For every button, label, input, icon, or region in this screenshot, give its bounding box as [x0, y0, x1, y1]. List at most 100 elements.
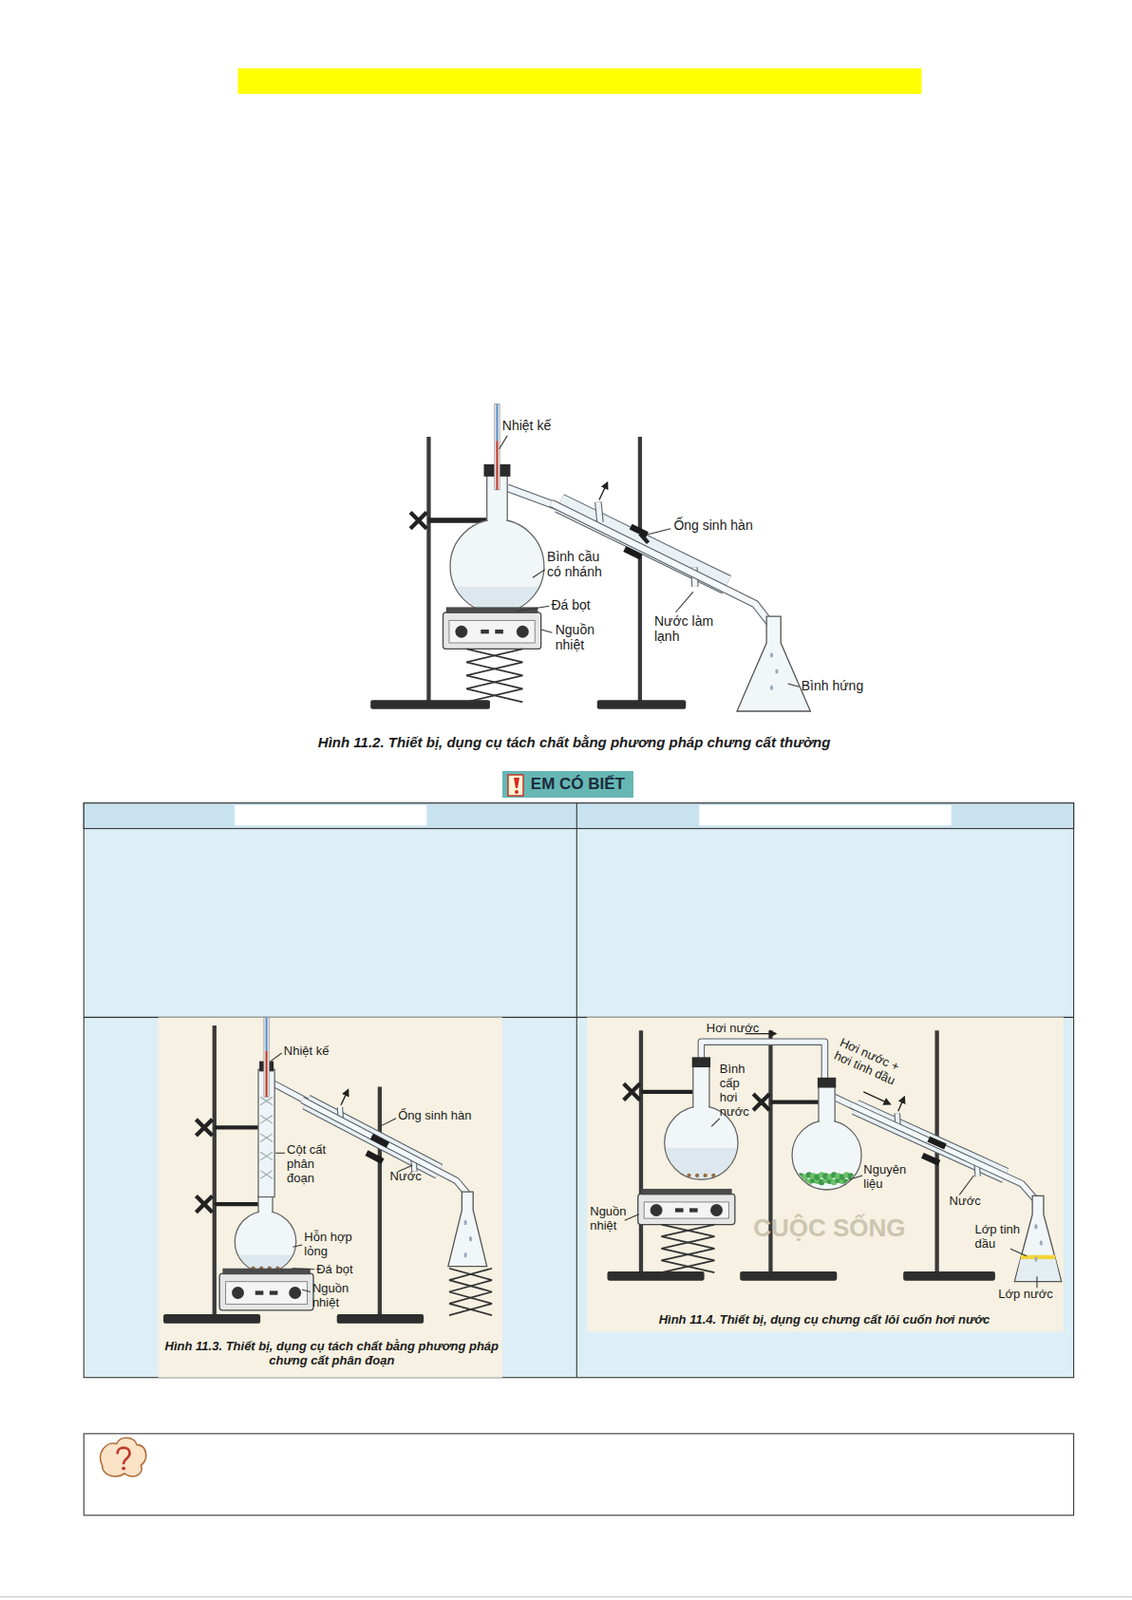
leader-line [1010, 1248, 1027, 1257]
column-packing [260, 1096, 273, 1106]
lab-jack [466, 688, 523, 702]
lab-jack [466, 675, 523, 689]
boiling-chip [686, 1173, 691, 1178]
boiling-chip [695, 1173, 699, 1178]
flow-arrow [340, 1090, 349, 1106]
stand-base [607, 1271, 705, 1282]
lab-jack [466, 675, 523, 689]
thermometer [494, 404, 500, 491]
leader-line [676, 591, 694, 612]
stand-base [739, 1271, 837, 1282]
stand-rod [426, 436, 431, 702]
stopper [692, 1056, 711, 1068]
lab-jack [660, 1225, 715, 1238]
header-blank [234, 805, 427, 826]
clamp-band [926, 1136, 946, 1151]
badge-icon [508, 774, 524, 796]
stand-base [163, 1314, 261, 1324]
hot-plate-panel [226, 1282, 308, 1305]
lab-jack [449, 1303, 492, 1316]
drop [469, 1236, 472, 1242]
round-flask [234, 1211, 296, 1273]
hot-plate-display [494, 629, 504, 634]
lab-jack [449, 1268, 492, 1281]
lab-jack [660, 1260, 715, 1273]
steam-distillation [607, 1030, 1062, 1288]
table-rule [576, 803, 578, 1378]
condenser-inner-tube [850, 1105, 1037, 1201]
clamp-knob [195, 1195, 212, 1212]
lab-jack [466, 661, 523, 676]
question-mark [117, 1448, 131, 1464]
leader-line [959, 1175, 974, 1195]
conical-flask [448, 1191, 488, 1266]
stand-rod [377, 1086, 382, 1317]
hot-plate-knob [650, 1204, 663, 1217]
boiling-chip [703, 1173, 708, 1178]
flask-join [819, 1118, 834, 1130]
part-label: Đá bọt [550, 597, 590, 613]
part-label: Nhiệt kế [502, 417, 551, 434]
figure-caption: Hình 11.3. Thiết bị, dụng cụ tách chất b… [163, 1339, 501, 1369]
stand-base [903, 1271, 996, 1282]
conical-flask [736, 616, 811, 712]
question-mark [121, 1466, 126, 1471]
hot-plate-panel [643, 1202, 729, 1219]
clamp-arm [428, 517, 488, 523]
thermometer-column [265, 1051, 268, 1097]
flask-neck [693, 1063, 710, 1115]
leader-line [646, 528, 671, 535]
lab-jack [660, 1236, 715, 1249]
flow-arrow [863, 1092, 890, 1105]
stand-rod [212, 1025, 217, 1317]
flask-join [488, 517, 507, 529]
title-bar [238, 68, 923, 95]
part-label: Bình cầu có nhánh [547, 548, 615, 580]
hot-plate-top [222, 1268, 310, 1275]
part-label: Nước [949, 1194, 982, 1209]
leader-line [270, 1053, 283, 1062]
clamp-knob [195, 1119, 212, 1136]
question-cloud [100, 1437, 147, 1477]
part-label: Lớp nước [998, 1287, 1054, 1302]
leader-line [1036, 1276, 1038, 1288]
drop [464, 1220, 468, 1226]
clamp-band [370, 1133, 390, 1149]
condenser-inner-tube [850, 1105, 1037, 1201]
lab-jack [660, 1248, 715, 1262]
thermometer-top [495, 404, 498, 442]
hot-plate-knob [516, 625, 529, 639]
part-label: Cột cất phân đoạn [286, 1143, 334, 1187]
hot-plate-top [641, 1188, 733, 1195]
lab-jack [466, 648, 523, 662]
part-label: Nhiệt kế [283, 1044, 330, 1059]
drop [1034, 1224, 1038, 1229]
part-label: Hơi nước + hơi tinh dầu [831, 1036, 917, 1095]
lab-jack [660, 1248, 715, 1262]
lab-jack [449, 1291, 492, 1303]
simple-distillation [370, 404, 811, 712]
thermometer-top [265, 1017, 268, 1051]
hot-plate-knob [710, 1204, 723, 1217]
water-layer [1015, 1258, 1060, 1282]
clamp-knob [623, 1083, 641, 1100]
leader-line [849, 1175, 863, 1180]
flask-liquid [792, 1163, 862, 1190]
hot-plate-knob [288, 1286, 302, 1300]
drop [1039, 1240, 1043, 1246]
info-table [83, 803, 1074, 1378]
part-label: Lớp tinh dầu [974, 1223, 1021, 1252]
part-label: Hơi nước [706, 1021, 759, 1037]
leader-line [293, 1245, 303, 1247]
lab-jack [660, 1260, 715, 1273]
stopper [817, 1077, 836, 1089]
boiling-chip [711, 1173, 716, 1178]
info-badge: EM CÓ BIẾT [502, 771, 634, 798]
stand-rod [638, 436, 642, 702]
water-outlet [598, 502, 601, 523]
clamp-band [629, 524, 649, 538]
clamp-arm [214, 1202, 260, 1207]
drop [464, 1252, 468, 1258]
